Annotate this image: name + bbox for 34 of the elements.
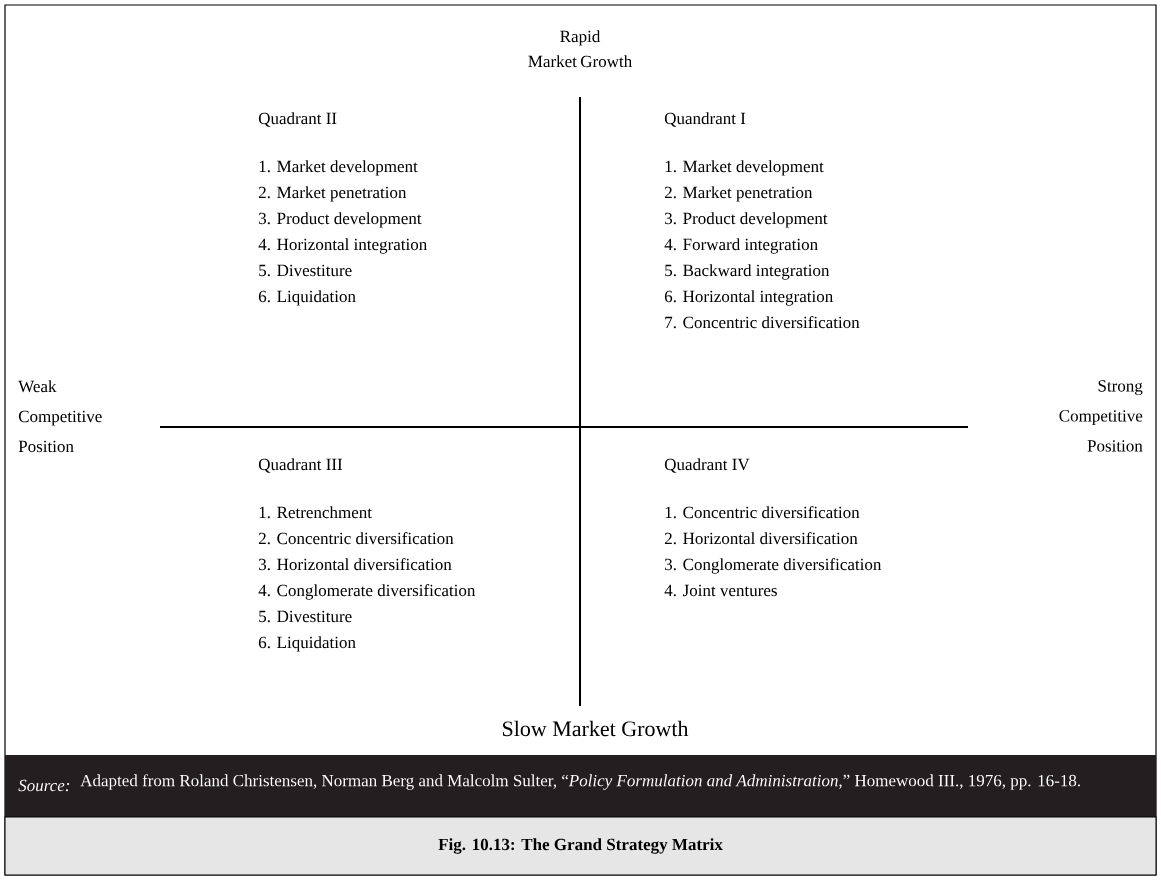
list-item: 3. Product development <box>665 212 828 228</box>
caption-bar: Fig. 10.13: The Grand Strategy Matrix <box>4 816 1157 876</box>
quadrant-heading: Quadrant III <box>258 458 343 473</box>
list-item: 2. Horizontal diversification <box>664 532 858 545</box>
list-item: 4. Forward integration <box>664 238 818 254</box>
list-item: 5. Divestiture <box>259 264 352 277</box>
list-item: 5. Backward integration <box>665 264 830 280</box>
axis-label: Rapid Market Growth <box>528 30 632 68</box>
quadrant-heading: Quadrant II <box>258 112 337 127</box>
list-item: 2. Market penetration <box>258 186 407 202</box>
list-item: 5. Divestiture <box>259 610 352 623</box>
list-item: 3. Conglomerate diversification <box>665 558 882 574</box>
list-item: 2. Concentric diversification <box>258 532 454 545</box>
axis-label: Weak Competitive Position <box>18 380 102 453</box>
list-item: 1. Concentric diversification <box>665 506 860 519</box>
quadrant-heading: Quandrant I <box>664 112 746 127</box>
list-item: 1. Market development <box>259 160 418 176</box>
list-item: 1. Market development <box>665 160 824 176</box>
list-item: 3. Product development <box>259 212 422 228</box>
axis-label: Strong Competitive Position <box>1059 380 1143 452</box>
list-item: 4. Horizontal integration <box>258 238 427 254</box>
list-item: 1. Retrenchment <box>259 506 372 519</box>
list-item: 4. Joint ventures <box>664 584 777 597</box>
list-item: 6. Liquidation <box>258 636 356 652</box>
list-item: 7. Concentric diversification <box>665 316 860 329</box>
source-note: Adapted from Roland Christensen, Norman Berg and Malcolm Sulter, “Policy Formulation and Administration,” Homewood III., 1976, pp. 16-18. <box>80 774 1080 790</box>
axis-label: Slow Market Growth <box>503 720 689 737</box>
list-item: 2. Market penetration <box>664 186 813 202</box>
list-item: 6. Horizontal integration <box>664 290 833 306</box>
list-item: 3. Horizontal diversification <box>259 558 452 571</box>
list-item: 4. Conglomerate diversification <box>258 584 476 600</box>
source-label: Source: <box>18 779 70 792</box>
quadrant-heading: Quadrant IV <box>664 458 750 473</box>
list-item: 6. Liquidation <box>258 290 356 306</box>
